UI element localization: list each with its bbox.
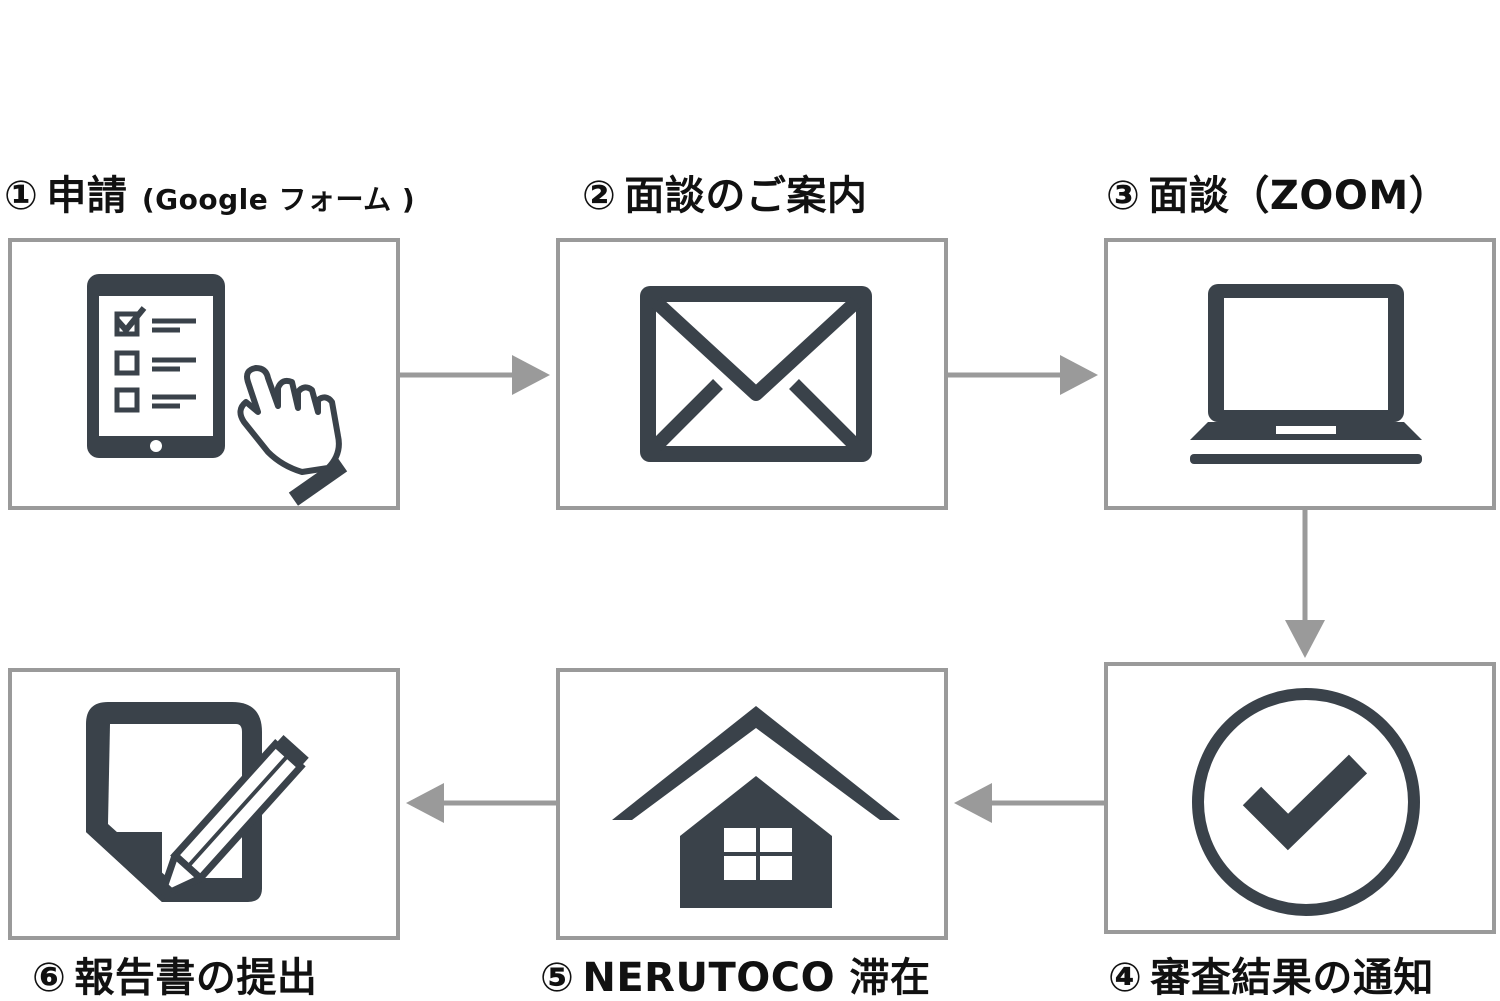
check-circle-icon: [1192, 688, 1420, 916]
step-6-number: ⑥: [32, 955, 67, 1001]
step-1-box: [8, 238, 400, 510]
arrow-2-to-3: [948, 355, 1098, 395]
step-2-box: [556, 238, 948, 510]
arrow-4-to-5: [954, 783, 1104, 823]
step-4-number: ④: [1108, 955, 1143, 1001]
step-1-title: 申請: [46, 173, 128, 219]
step-3-number: ③: [1106, 173, 1141, 219]
memo-pencil-icon: [86, 702, 309, 902]
step-5-title: NERUTOCO 滞在: [582, 955, 931, 1001]
step-1-number: ①: [4, 173, 39, 219]
step-4-title: 審査結果の通知: [1150, 955, 1434, 1001]
step-6-box: [8, 668, 400, 940]
house-icon: [612, 706, 900, 908]
step-4-box: [1104, 662, 1496, 934]
laptop-icon: [1190, 284, 1422, 464]
step-3-box: [1104, 238, 1496, 510]
step-3-title: 面談（ZOOM）: [1148, 173, 1450, 219]
tablet-checklist-hand-icon: [87, 274, 348, 506]
step-6-title: 報告書の提出: [74, 955, 318, 1001]
step-2-number: ②: [582, 173, 617, 219]
arrow-5-to-6: [406, 783, 556, 823]
step-2-title: 面談のご案内: [624, 173, 868, 219]
envelope-icon: [640, 286, 872, 462]
step-5-box: [556, 668, 948, 940]
step-5-number: ⑤: [540, 955, 575, 1001]
step-1-subtitle: (Google フォーム ): [141, 183, 416, 216]
arrow-1-to-2: [400, 355, 550, 395]
arrow-3-to-4: [1285, 510, 1325, 658]
